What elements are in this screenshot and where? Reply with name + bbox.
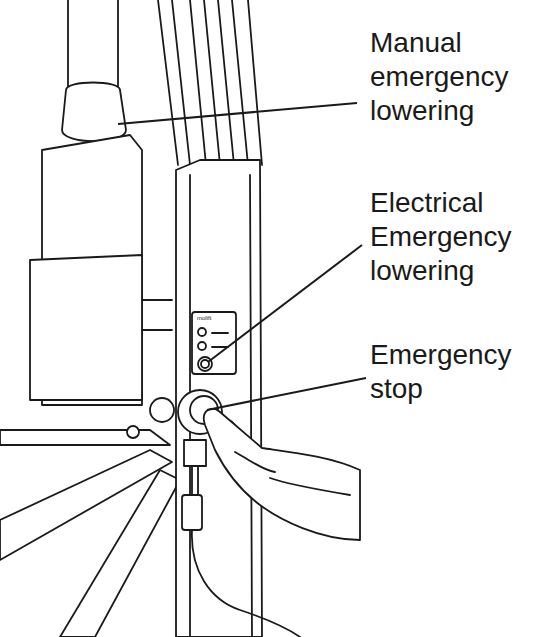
- hand-crease: [235, 452, 350, 495]
- bolt: [127, 426, 139, 438]
- callout-label: Emergency stop: [370, 338, 535, 406]
- base-leg: [0, 430, 170, 445]
- mast-rail: [190, 0, 234, 165]
- hand: [204, 409, 360, 540]
- leader-line: [207, 378, 366, 410]
- pivot: [150, 398, 174, 422]
- control-panel: [192, 312, 236, 374]
- actuator-housing: [30, 255, 142, 400]
- boom-tube: [68, 0, 118, 90]
- callout-label: Electrical Emergency lowering: [370, 186, 535, 288]
- base-leg: [60, 470, 180, 637]
- lowering-knob: [62, 83, 126, 142]
- socket: [184, 440, 206, 466]
- actuator-bracket: [142, 300, 172, 330]
- leader-line: [208, 245, 362, 362]
- electrical-lowering-button: [198, 357, 212, 371]
- cable: [192, 466, 198, 495]
- brand-mark: molift: [197, 314, 237, 322]
- cable: [192, 530, 300, 637]
- mast-sleeve: [176, 160, 262, 637]
- indicator: [198, 328, 206, 336]
- indicator: [198, 342, 206, 350]
- mast-tube: [158, 0, 262, 165]
- leader-line: [118, 103, 357, 124]
- callout-label: Manual emergency lowering: [370, 26, 530, 128]
- indicator-mark: [212, 333, 228, 347]
- cable-ferrite: [182, 495, 202, 530]
